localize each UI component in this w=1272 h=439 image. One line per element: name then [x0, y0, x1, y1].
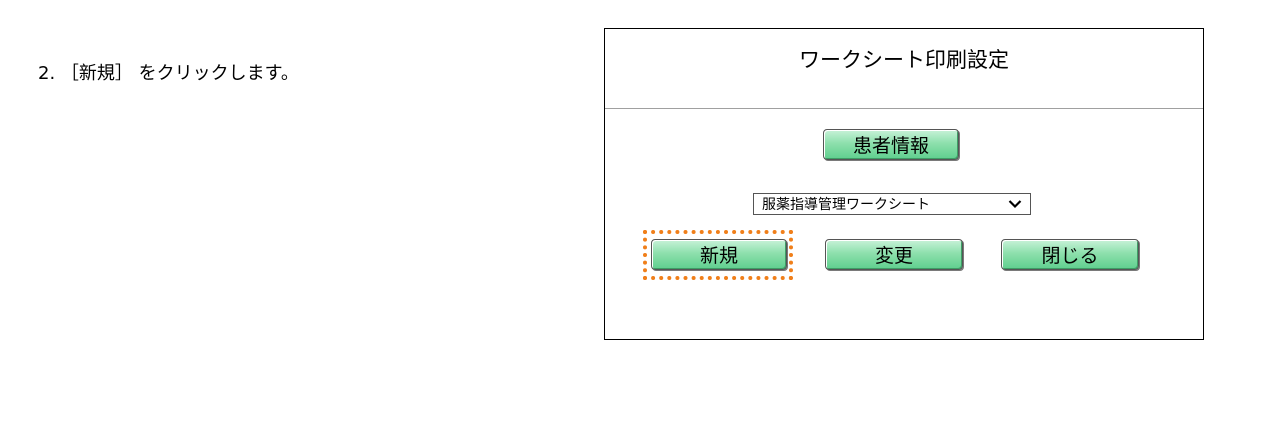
- patient-info-button[interactable]: 患者情報: [823, 129, 959, 160]
- instruction-text: 2. ［新規］ をクリックします。: [38, 63, 299, 84]
- worksheet-print-settings-dialog: ワークシート印刷設定 患者情報 服薬指導管理ワークシート 新規 変更 閉じる: [604, 28, 1204, 340]
- worksheet-select-value: 服薬指導管理ワークシート: [762, 197, 930, 213]
- close-button[interactable]: 閉じる: [1001, 239, 1139, 270]
- worksheet-select[interactable]: 服薬指導管理ワークシート: [753, 193, 1031, 215]
- new-button[interactable]: 新規: [651, 239, 787, 270]
- change-button[interactable]: 変更: [825, 239, 963, 270]
- chevron-down-icon: [1000, 199, 1030, 209]
- dialog-title: ワークシート印刷設定: [605, 29, 1203, 109]
